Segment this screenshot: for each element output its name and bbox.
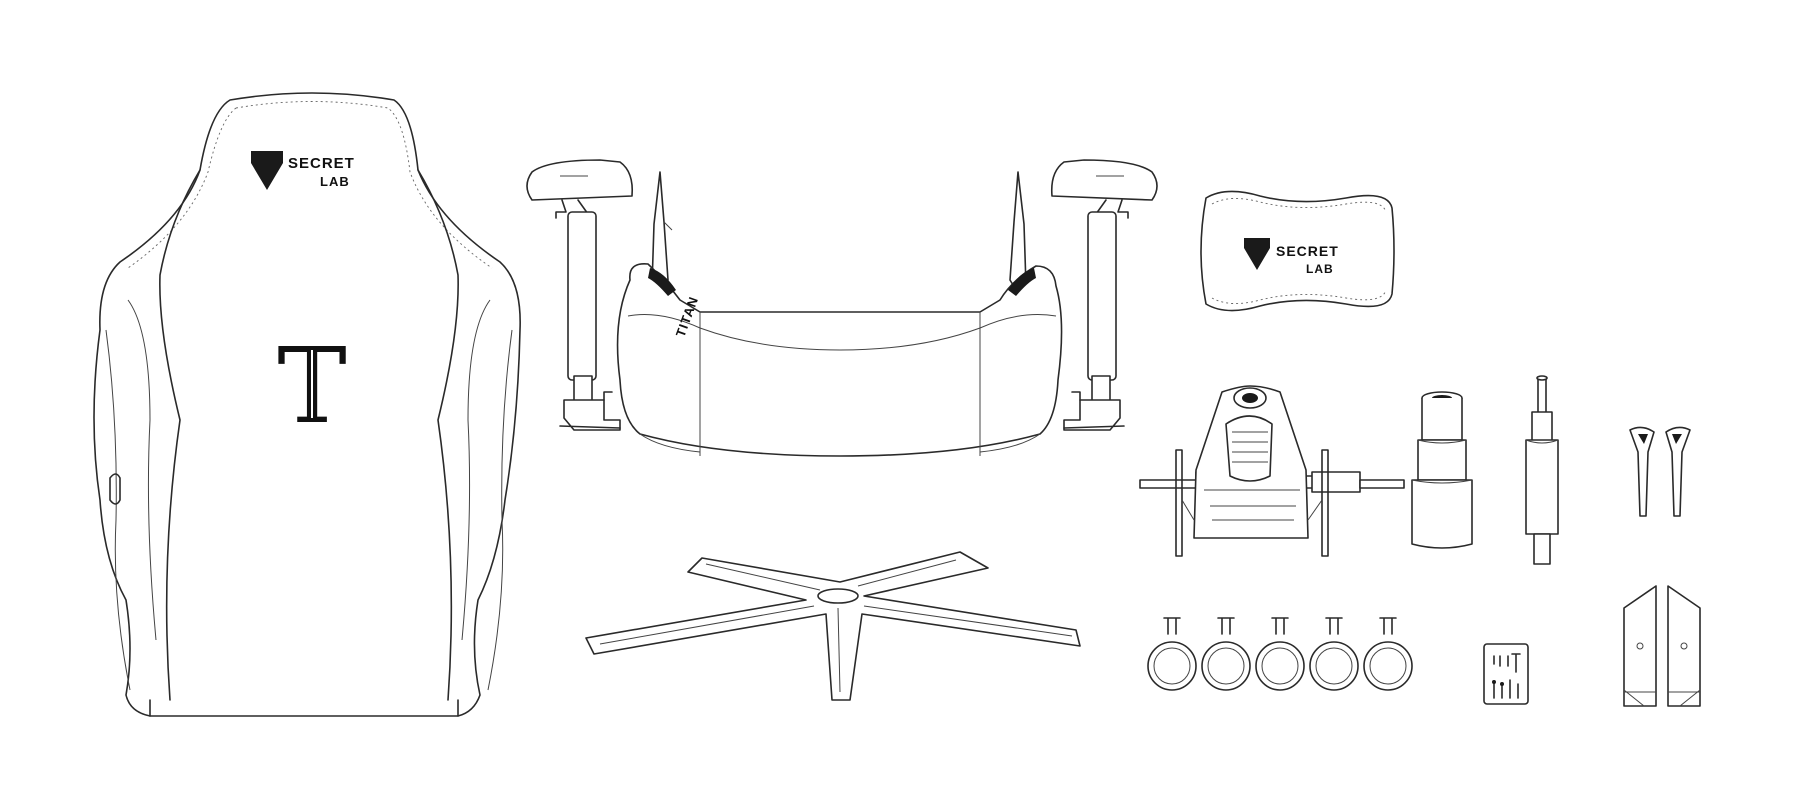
- casters: [1147, 617, 1413, 691]
- tilt-mechanism: [1139, 385, 1405, 557]
- hardware-kit: [1483, 643, 1529, 705]
- cylinder-cover: [1411, 391, 1473, 549]
- backrest-logo-line1: SECRET: [288, 155, 355, 172]
- lumbar-pillow: SECRET LAB: [1200, 190, 1395, 312]
- backrest-logo-line2: LAB: [320, 174, 350, 189]
- pillow-logo-line2: LAB: [1306, 262, 1334, 276]
- armrest-caps: [1629, 426, 1691, 517]
- backrest: SECRET LAB T: [93, 92, 521, 717]
- side-covers: [1623, 585, 1701, 707]
- pillow-logo-line1: SECRET: [1276, 243, 1339, 259]
- gas-lift: [1525, 375, 1559, 565]
- pillow-shield-icon: [1244, 238, 1270, 270]
- five-star-base: [585, 551, 1081, 701]
- seat-assembly: TITAN: [526, 159, 1158, 457]
- secretlab-shield-icon: [251, 151, 283, 190]
